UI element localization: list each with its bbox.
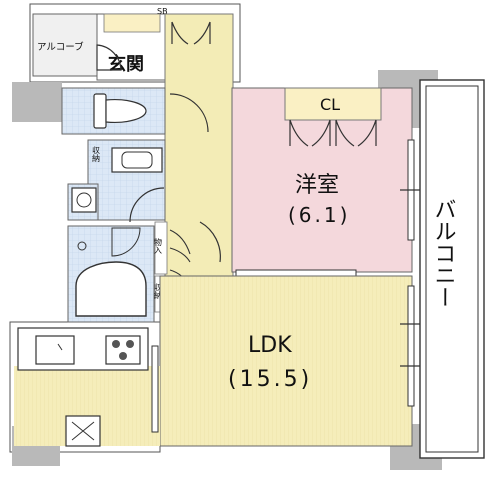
alcove-area: アルコーブ <box>32 13 98 77</box>
shoe-box-label: SB <box>157 7 168 16</box>
balcony-label: バルコニー <box>431 198 456 308</box>
entrance-door-icon <box>96 44 122 71</box>
western-room-name: 洋室 <box>295 173 339 198</box>
entrance-label: 玄関 <box>108 53 144 75</box>
western-room-size: (6.1) <box>288 203 350 227</box>
closet-doors-icon <box>289 119 377 147</box>
washroom: 収納 <box>67 139 166 223</box>
closet <box>284 87 382 121</box>
closet-label: CL <box>320 95 340 114</box>
storage-door-icon-1 <box>169 229 191 263</box>
entrance-area: SB 玄関 <box>96 7 168 81</box>
corridor-closet-doors-icon <box>171 21 211 45</box>
ldk-area: LDK (15.5) <box>14 275 420 447</box>
bathroom <box>67 225 155 323</box>
corridor <box>164 13 234 280</box>
toilet-bowl-icon <box>105 99 147 123</box>
kitchen-sink-icon <box>35 335 75 365</box>
fridge-icon <box>71 421 95 441</box>
bathtub-icon <box>75 261 147 317</box>
storage-label-2: 物入 <box>154 237 163 254</box>
hall-door-icon <box>199 221 221 263</box>
ldk-window <box>407 285 415 407</box>
toilet-room <box>61 87 209 135</box>
washing-machine-icon <box>71 187 97 213</box>
western-room: CL 洋室 (6.1) <box>231 87 420 277</box>
stove-icon <box>105 335 141 365</box>
shower-icon <box>77 241 87 251</box>
ldk-size: (15.5) <box>228 367 312 392</box>
storage-label-3: 収納 <box>154 282 163 300</box>
storage-label-1: 収納 <box>92 145 101 163</box>
ldk-name: LDK <box>248 333 292 358</box>
toilet-door-icon <box>169 93 209 133</box>
washroom-door-icon <box>129 187 165 223</box>
toilet-tank-icon <box>93 93 107 129</box>
balcony-area: バルコニー <box>419 79 485 459</box>
sliding-partition <box>235 269 357 277</box>
alcove-label: アルコーブ <box>37 41 84 53</box>
